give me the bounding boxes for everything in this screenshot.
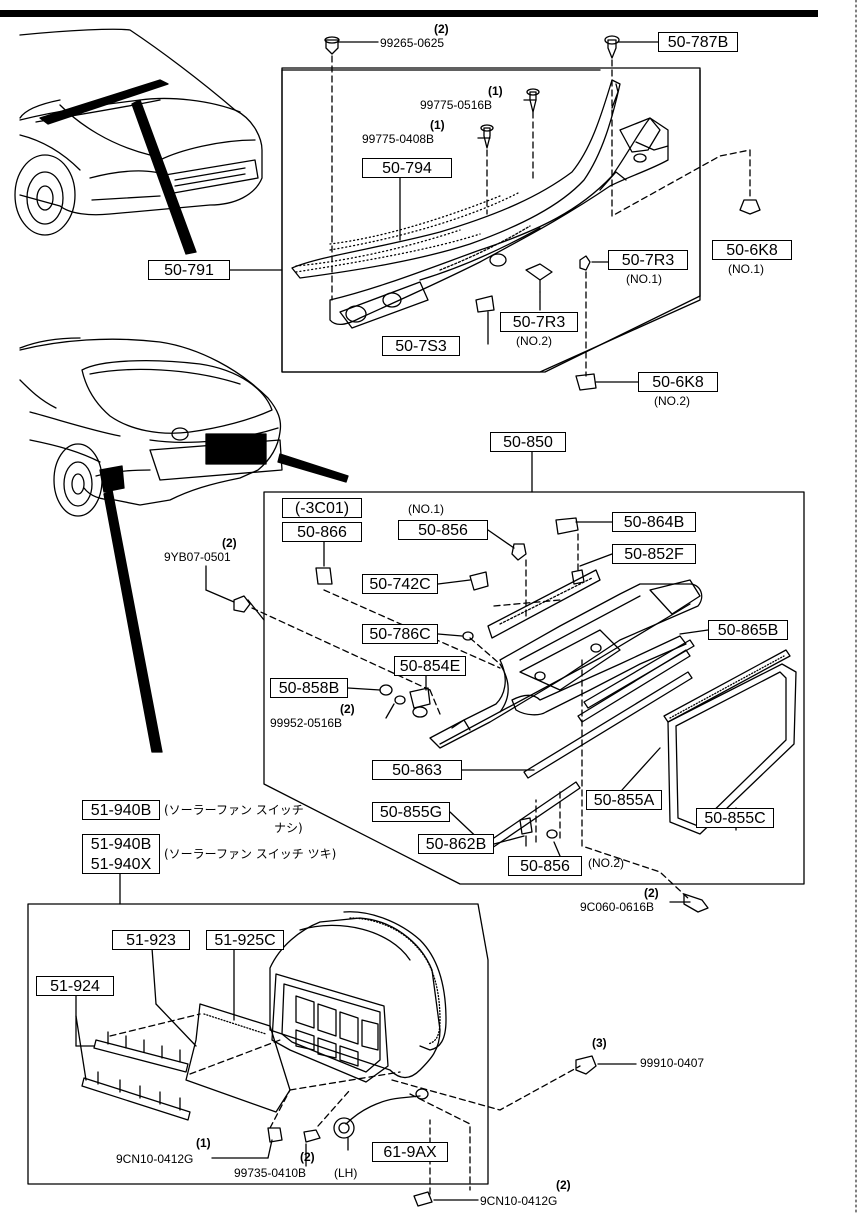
part-label-9CN10-0412G-b: 9CN10-0412G	[480, 1194, 558, 1208]
part-label-9YB07-0501: 9YB07-0501	[164, 550, 231, 564]
callout-50-6K8-no2: 50-6K8	[638, 372, 718, 392]
callout-50-858B: 50-858B	[270, 678, 348, 698]
callout-51-924: 51-924	[36, 976, 114, 996]
part-label-99952-0516B: 99952-0516B	[270, 716, 343, 730]
callout-50-866: 50-866	[282, 522, 362, 542]
callout-50-862B: 50-862B	[418, 834, 494, 854]
callout-50-7S3: 50-7S3	[382, 336, 460, 356]
callout-50-856-no2: 50-856	[508, 856, 582, 876]
part-label-9C060-0616B: 9C060-0616B	[580, 900, 655, 914]
note-solar-fan-with: (ソーラーファン スイッチ ツキ)	[164, 847, 337, 861]
note-no2-6K8: (NO.2)	[654, 394, 690, 408]
note-no2-856: (NO.2)	[588, 856, 624, 870]
note-no1-7R3: (NO.1)	[626, 272, 662, 286]
callout-51-940B-51-940X: 51-940B 51-940X	[82, 834, 160, 874]
part-label-99735-0410B: 99735-0410B	[234, 1166, 307, 1180]
callout-50-854E: 50-854E	[394, 656, 466, 676]
callout-50-865B: 50-865B	[708, 620, 788, 640]
callout-51-940B-with-solar: 51-940B	[90, 836, 152, 853]
cowl-panel	[291, 35, 669, 329]
qty-99775-0516B: (1)	[488, 84, 503, 98]
part-label-99265-0625: 99265-0625	[380, 36, 445, 50]
callout-50-791: 50-791	[148, 260, 230, 280]
note-no2-7R3: (NO.2)	[516, 334, 552, 348]
callout-50-855C: 50-855C	[696, 808, 774, 828]
qty-99735: (2)	[300, 1150, 315, 1164]
part-50-6K8-no1	[739, 199, 761, 215]
callout-50-850: 50-850	[490, 432, 566, 452]
qty-99265: (2)	[434, 22, 449, 36]
callout-50-852F: 50-852F	[612, 544, 696, 564]
callout-51-940X: 51-940X	[90, 856, 152, 873]
callout-61-9AX: 61-9AX	[372, 1142, 448, 1162]
callout-51-923: 51-923	[112, 930, 190, 950]
callout-50-7R3-no1: 50-7R3	[608, 250, 688, 270]
callout-50-742C: 50-742C	[362, 574, 438, 594]
callout-50-863: 50-863	[372, 760, 462, 780]
qty-9CN10-a: (1)	[196, 1136, 211, 1150]
note-no1-6K8: (NO.1)	[728, 262, 764, 276]
qty-99775-0408B: (1)	[430, 118, 445, 132]
upper-dashed-leaders	[331, 55, 751, 377]
callout-50-6K8-no1: 50-6K8	[712, 240, 792, 260]
note-solar-fan-without-line1: (ソーラーファン スイッチ	[164, 803, 304, 817]
lower-dashed-leaders	[109, 1013, 581, 1195]
qty-9CN10-b: (2)	[556, 1178, 571, 1192]
garnish-frame	[263, 491, 805, 885]
callout-50-7R3-no2: 50-7R3	[500, 312, 578, 332]
callout-50-855G: 50-855G	[372, 802, 450, 822]
part-label-99775-0408B: 99775-0408B	[362, 132, 435, 146]
rear-car-illustration	[19, 337, 349, 753]
note-no1-856: (NO.1)	[408, 502, 444, 516]
upper-leaders	[337, 41, 659, 383]
lamp-frame	[27, 903, 489, 1185]
callout-50-855A: 50-855A	[586, 790, 662, 810]
note-lh: (LH)	[334, 1166, 358, 1180]
callout-50-864B: 50-864B	[612, 512, 696, 532]
qty-99910: (3)	[592, 1036, 607, 1050]
lower-leaders	[75, 947, 637, 1201]
qty-9C060: (2)	[644, 886, 659, 900]
qty-99952: (2)	[340, 702, 355, 716]
qty-9YB07: (2)	[222, 536, 237, 550]
middle-leaders	[205, 521, 737, 903]
lamp-assembly	[81, 911, 597, 1207]
top-rule	[0, 10, 818, 17]
callout-3C01: (-3C01)	[282, 498, 362, 518]
part-50-6K8-no2	[575, 373, 597, 391]
callout-50-856-no1: 50-856	[398, 520, 488, 540]
callout-51-925C: 51-925C	[206, 930, 284, 950]
part-label-9CN10-0412G-a: 9CN10-0412G	[116, 1152, 194, 1166]
callout-50-786C: 50-786C	[362, 624, 438, 644]
part-label-99910-0407: 99910-0407	[640, 1056, 705, 1070]
front-car-illustration	[14, 28, 263, 255]
note-solar-fan-without-line2: ナシ)	[274, 821, 303, 835]
callout-50-787B: 50-787B	[658, 32, 738, 52]
part-9C060	[683, 893, 709, 913]
callout-51-940B-without-solar: 51-940B	[82, 800, 160, 820]
part-label-99775-0516B: 99775-0516B	[420, 98, 493, 112]
callout-50-794: 50-794	[362, 158, 452, 178]
